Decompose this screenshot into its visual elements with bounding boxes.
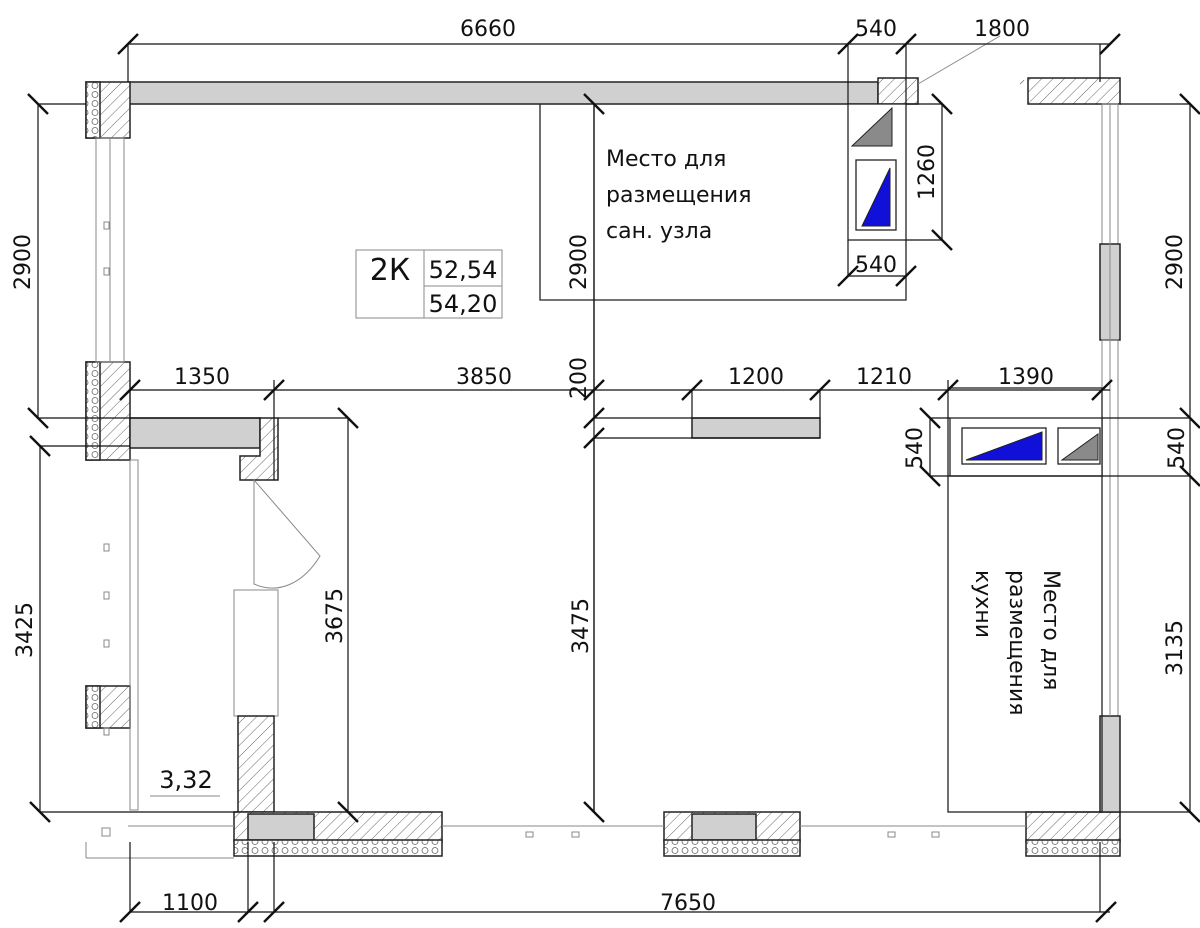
dim-1200: 1200	[728, 365, 784, 390]
kitchen-label-line-2: размещения	[1004, 570, 1029, 715]
bottom-wall-right	[1025, 811, 1121, 843]
bottom-wall-left-grey	[247, 813, 315, 841]
dim-1390: 1390	[998, 365, 1054, 390]
entrance-door-swing	[917, 35, 1025, 85]
bottom-wall-mid-honey	[663, 839, 801, 857]
dim-2900-left: 2900	[11, 234, 36, 290]
bath-shaft-grey	[850, 106, 893, 147]
dim-3475: 3475	[569, 598, 594, 654]
bottom-wall-right-honey	[1025, 839, 1121, 857]
dim-1100: 1100	[162, 891, 218, 916]
dim-3135: 3135	[1163, 620, 1188, 676]
balcony-glazing	[233, 589, 279, 717]
dim-3850: 3850	[456, 365, 512, 390]
apartment-area-total: 54,20	[429, 290, 498, 318]
room-labels: Место для размещения сан. узла Место для…	[150, 147, 1063, 797]
window-markers	[103, 221, 940, 838]
dim-3425: 3425	[13, 602, 38, 658]
dim-540-kitchen-left: 540	[903, 427, 928, 469]
dim-540-kitchen-right: 540	[1165, 427, 1190, 469]
dim-2900-inner: 2900	[567, 234, 592, 290]
bath-shaft-blue	[861, 167, 891, 227]
dim-1210: 1210	[856, 365, 912, 390]
top-wall	[127, 81, 879, 105]
apartment-area-living: 52,54	[429, 256, 498, 284]
balcony-lower-wall	[237, 715, 275, 813]
dim-540-top: 540	[855, 17, 897, 42]
walls	[85, 77, 1121, 859]
sanitary-label-line-2: размещения	[606, 183, 751, 208]
dim-2900-right: 2900	[1163, 234, 1188, 290]
kitchen-shaft-grey	[1060, 433, 1099, 461]
kitchen-shaft-blue	[965, 431, 1043, 461]
balcony-top-wall	[129, 417, 261, 449]
balcony-area: 3,32	[159, 766, 212, 794]
dim-540-bath: 540	[855, 253, 897, 278]
kitchen-label-line-1: Место для	[1038, 570, 1063, 690]
dim-6660: 6660	[460, 17, 516, 42]
left-column-low-honey	[85, 685, 101, 729]
dim-1350: 1350	[174, 365, 230, 390]
apartment-type: 2К	[370, 253, 410, 288]
dim-1800: 1800	[974, 17, 1030, 42]
dim-1260: 1260	[915, 144, 940, 200]
kitchen-label-line-3: кухни	[970, 570, 995, 638]
sanitary-zone-outline	[539, 104, 907, 301]
sanitary-label-line-3: сан. узла	[606, 219, 712, 244]
balcony-strip	[129, 459, 139, 811]
dim-200: 200	[567, 357, 592, 399]
sanitary-label-line-1: Место для	[606, 147, 726, 172]
balcony-door-swing	[253, 478, 321, 589]
apartment-area-box: 2К 52,54 54,20	[355, 249, 503, 319]
left-column-top-honey	[85, 81, 101, 139]
dimension-labels: 6660 540 1800 2900 3425 2900 3135 2900 1…	[11, 17, 1190, 916]
left-column-mid-honey	[85, 361, 101, 461]
top-right-wall	[1027, 77, 1121, 105]
bottom-wall-left-honey	[233, 839, 443, 857]
interior-partition	[691, 417, 821, 439]
dimension-lines	[27, 33, 1200, 923]
bottom-wall-mid-grey	[691, 813, 757, 841]
right-wall-pier-lower	[1099, 715, 1121, 813]
kitchen-zone-outline	[947, 387, 1103, 813]
top-wall-column	[877, 77, 919, 105]
dim-7650: 7650	[660, 891, 716, 916]
dim-3675: 3675	[323, 588, 348, 644]
